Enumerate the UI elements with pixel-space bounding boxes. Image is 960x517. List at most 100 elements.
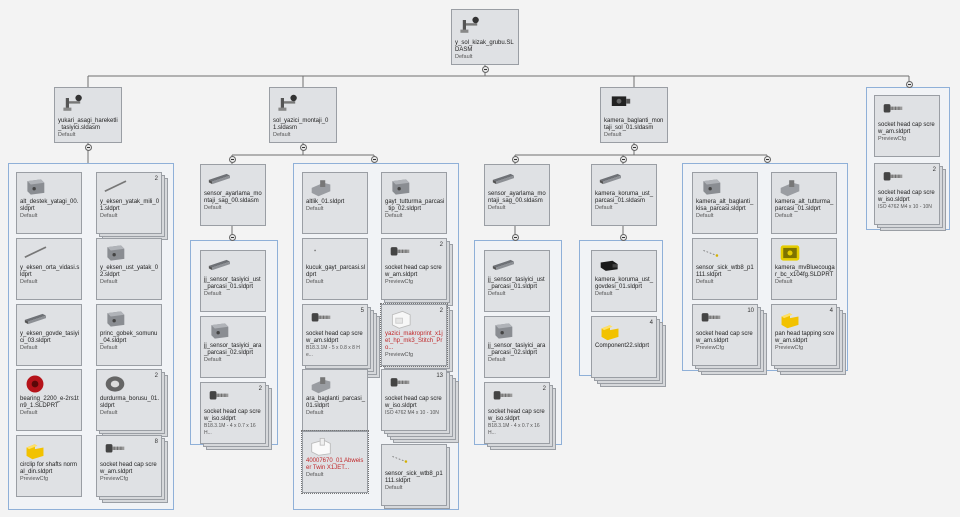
collapse-toggle[interactable]	[229, 234, 236, 241]
node-b13[interactable]: 40007670_01 Abweiser Twin X1JET...Defaul…	[302, 431, 368, 493]
node-filename: kamera_mvBluecougar_bc_x104fg.SLDPRT	[775, 265, 835, 278]
node-b10[interactable]: yazici_makroprint_x1jet_hp_mk3_Stitch_Pr…	[381, 304, 447, 366]
node-config: Default	[488, 205, 548, 212]
node-filename: jj_sensor_tasiyici_ust_parcasi_01.sldprt	[204, 277, 261, 290]
assembly-icon	[61, 91, 85, 113]
node-c5[interactable]: jj_sensor_tasiyici_ust_parcasi_01.sldprt…	[484, 250, 550, 312]
node-filename: jj_sensor_tasiyici_ara_parcasi_02.sldprt	[488, 343, 545, 356]
instance-count: 10	[747, 308, 754, 315]
bracket-icon	[776, 176, 804, 198]
collapse-toggle[interactable]	[906, 81, 913, 88]
node-config: PreviewCfg	[385, 279, 445, 286]
bar-part-icon	[489, 254, 517, 276]
collapse-toggle[interactable]	[85, 144, 92, 151]
instance-count: 4	[650, 320, 653, 327]
node-filename: socket head cap screw_iso.sldprt	[204, 409, 261, 422]
node-b5[interactable]: jj_sensor_tasiyici_ara_parcasi_02.sldprt…	[200, 316, 266, 378]
node-filename: durdurma_borusu_01.sldprt	[100, 396, 159, 409]
node-filename: socket head cap screw_iso.sldprt	[488, 409, 545, 422]
collapse-toggle[interactable]	[229, 156, 236, 163]
node-b4[interactable]: jj_sensor_tasiyici_ust_parcasi_01.sldprt…	[200, 250, 266, 312]
node-config: Default	[775, 213, 835, 220]
collapse-toggle[interactable]	[371, 156, 378, 163]
node-filename: 40007670_01 Abweiser Twin X1JET...	[306, 458, 363, 471]
yellow-part-icon	[596, 320, 624, 342]
node-config: Default	[696, 279, 756, 286]
collapse-toggle[interactable]	[620, 156, 627, 163]
node-filename: y_sol_kizak_grubu.SLDASM	[455, 40, 514, 53]
collapse-toggle[interactable]	[512, 156, 519, 163]
node-config: Default	[488, 357, 548, 364]
node-config: PreviewCfg	[385, 352, 445, 359]
collapse-toggle[interactable]	[300, 144, 307, 151]
block-part-icon	[697, 176, 725, 198]
node-config: Default	[20, 213, 80, 220]
collapse-toggle[interactable]	[620, 234, 627, 241]
instance-count: 2	[440, 308, 443, 315]
node-c9[interactable]: jj_sensor_tasiyici_ara_parcasi_02.sldprt…	[484, 316, 550, 378]
node-config: Default	[306, 206, 366, 213]
collapse-toggle[interactable]	[631, 144, 638, 151]
node-config: B18.3.1M - 4 x 0.7 x 16 H...	[488, 423, 548, 437]
collapse-toggle[interactable]	[764, 156, 771, 163]
collapse-toggle[interactable]	[482, 66, 489, 73]
collapse-toggle[interactable]	[512, 234, 519, 241]
node-config: PreviewCfg	[100, 476, 160, 483]
node-name: jj_sensor_tasiyici_ust_parcasi_01.sldprt…	[204, 277, 264, 298]
node-name: yazici_makroprint_x1jet_hp_mk3_Stitch_Pr…	[385, 331, 445, 359]
node-filename: socket head cap screw_am.sldprt	[878, 122, 935, 135]
assembly-icon	[458, 13, 482, 35]
node-filename: sol_yazici_montaji_01.sldasm	[273, 118, 328, 131]
node-filename: gayt_tutturma_parcasi_tip_02.sldprt	[385, 199, 444, 212]
node-filename: y_eksen_orta_vidasi.sldprt	[20, 265, 79, 278]
screw-icon	[205, 386, 233, 408]
